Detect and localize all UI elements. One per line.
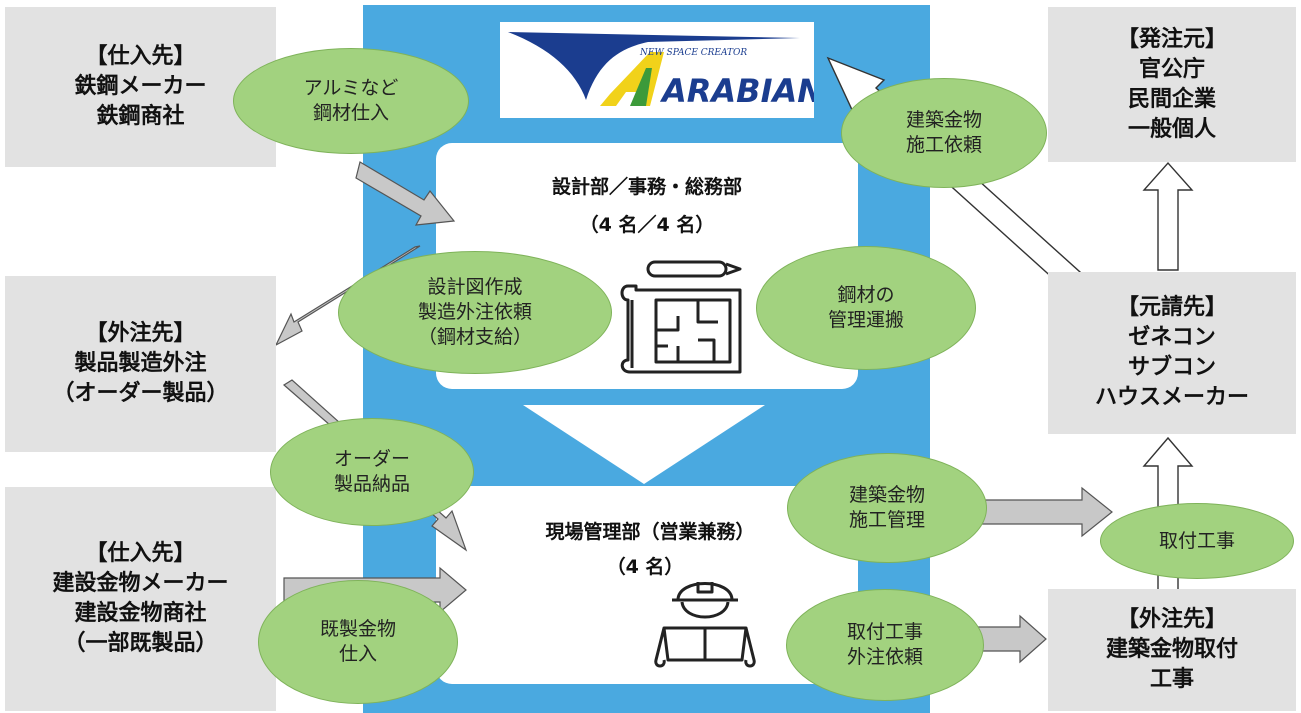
- flow-install-work: 取付工事: [1100, 503, 1294, 579]
- flow-design-drawings: 設計図作成 製造外注依頼 （鋼材支給）: [338, 251, 612, 374]
- site-dept-staff: （4 名）: [606, 556, 684, 578]
- company-logo: NEW SPACE CREATOR ARABIAN: [500, 22, 824, 118]
- arrow-icon: [355, 161, 456, 226]
- flow-order-delivery: オーダー 製品納品: [270, 418, 474, 526]
- flow-ready-made-purchase: 既製金物 仕入: [258, 580, 458, 704]
- flow-construction-management: 建築金物 施工管理: [787, 453, 987, 563]
- box-client: 【発注元】 官公庁 民間企業 一般個人: [1048, 7, 1296, 162]
- box-outsource-product: 【外注先】 製品製造外注 （オーダー製品）: [5, 276, 276, 452]
- site-dept-title: 現場管理部（営業兼務）: [545, 521, 755, 543]
- worker-icon: [654, 582, 756, 668]
- box-prime-contractor: 【元請先】 ゼネコン サブコン ハウスメーカー: [1048, 272, 1296, 434]
- arrow-icon: [274, 245, 421, 347]
- logo-mark-icon: NEW SPACE CREATOR ARABIAN: [508, 32, 824, 110]
- flow-aluminum-purchase: アルミなど 鋼材仕入: [233, 48, 469, 154]
- logo-tagline: NEW SPACE CREATOR: [639, 48, 747, 58]
- down-chevron-icon: [523, 405, 765, 484]
- box-supplier-steel: 【仕入先】 鉄鋼メーカー 鉄鋼商社: [5, 7, 276, 167]
- arrow-icon: [1142, 161, 1194, 271]
- flow-install-outsource: 取付工事 外注依頼: [786, 589, 984, 701]
- flow-steel-management: 鋼材の 管理運搬: [756, 246, 976, 370]
- box-supplier-hardware: 【仕入先】 建設金物メーカー 建設金物商社 （一部既製品）: [5, 487, 276, 711]
- design-dept-staff: （4 名／4 名）: [579, 214, 715, 236]
- blueprint-icon: [620, 260, 742, 374]
- flow-construction-request: 建築金物 施工依頼: [841, 78, 1047, 188]
- box-outsource-install: 【外注先】 建築金物取付 工事: [1048, 589, 1296, 711]
- logo-name: ARABIAN: [659, 72, 814, 110]
- design-dept-title: 設計部／事務・総務部: [551, 176, 742, 198]
